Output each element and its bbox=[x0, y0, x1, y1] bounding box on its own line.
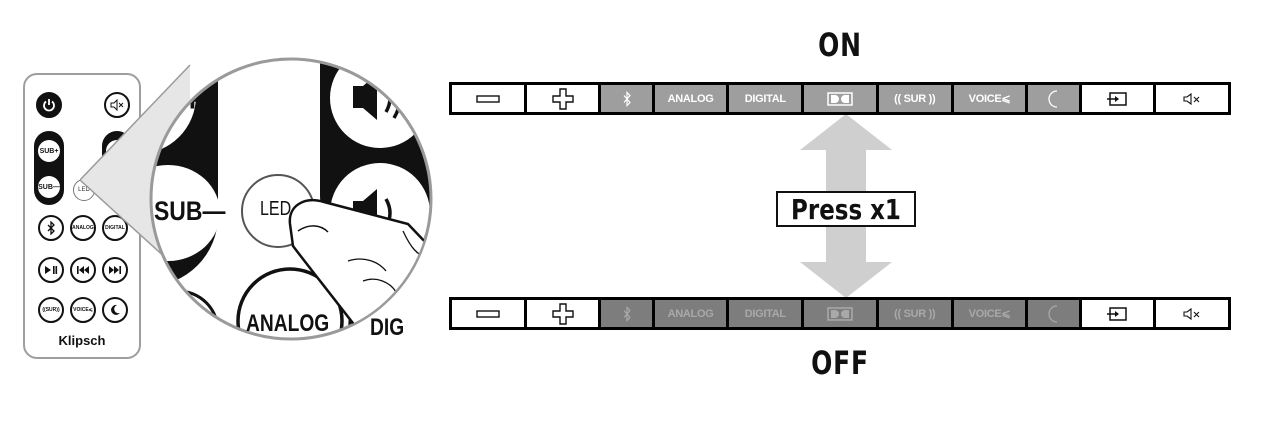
mute-icon bbox=[110, 99, 124, 111]
dolby-segment bbox=[804, 300, 876, 327]
voice-button[interactable]: VOICE⩽ bbox=[70, 297, 96, 323]
soundbar-strip-on: ANALOG DIGITAL (( SUR )) VOICE⩽ bbox=[449, 82, 1231, 115]
bluetooth-segment bbox=[601, 85, 652, 112]
sub-pill: SUB+ SUB— bbox=[34, 131, 64, 205]
analog-segment: ANALOG bbox=[654, 85, 727, 112]
minus-segment bbox=[452, 300, 524, 327]
magnified-analog-label: ANALOG bbox=[246, 310, 330, 337]
input-segment bbox=[1081, 85, 1154, 112]
power-icon bbox=[43, 99, 55, 112]
input-icon bbox=[1107, 306, 1128, 321]
minus-icon bbox=[476, 94, 500, 103]
night-segment bbox=[1028, 300, 1079, 327]
plus-icon bbox=[551, 87, 574, 110]
magnified-led-label: LED bbox=[260, 198, 292, 220]
minus-icon bbox=[476, 309, 500, 318]
on-state-title-wrap: ON bbox=[790, 26, 890, 64]
sub-plus-button[interactable]: SUB+ bbox=[38, 140, 60, 162]
finger-icon bbox=[288, 199, 430, 338]
play-pause-icon bbox=[45, 266, 58, 274]
digital-segment: DIGITAL bbox=[729, 85, 802, 112]
press-instruction: Press x1 bbox=[776, 191, 916, 227]
plus-icon bbox=[551, 302, 574, 325]
mute-segment bbox=[1156, 300, 1229, 327]
voice-segment: VOICE⩽ bbox=[953, 85, 1026, 112]
voice-segment: VOICE⩽ bbox=[953, 300, 1026, 327]
digital-button[interactable]: DIGITAL bbox=[102, 215, 128, 241]
off-state-title-wrap: OFF bbox=[790, 344, 890, 382]
analog-segment: ANALOG bbox=[654, 300, 727, 327]
previous-icon bbox=[77, 266, 89, 274]
press-instruction-label: Press x1 bbox=[791, 192, 901, 226]
next-button[interactable] bbox=[102, 257, 128, 283]
off-state-title: OFF bbox=[811, 344, 869, 382]
mute-icon bbox=[1183, 307, 1200, 320]
magnifier: B+ SUB— LED ANALOG DIG bbox=[148, 56, 434, 342]
minus-segment bbox=[452, 85, 524, 112]
moon-icon bbox=[111, 304, 120, 315]
on-state-title: ON bbox=[818, 26, 862, 64]
mute-icon bbox=[1183, 92, 1200, 105]
magnified-digital-label: DIG bbox=[370, 314, 405, 341]
bluetooth-icon bbox=[623, 305, 631, 322]
bluetooth-button[interactable] bbox=[38, 215, 64, 241]
mute-button[interactable] bbox=[104, 92, 130, 118]
dolby-icon bbox=[827, 91, 853, 106]
surround-segment: (( SUR )) bbox=[878, 300, 951, 327]
surround-segment: (( SUR )) bbox=[878, 85, 951, 112]
bluetooth-icon bbox=[623, 90, 631, 107]
night-mode-button[interactable] bbox=[102, 297, 128, 323]
play-pause-button[interactable] bbox=[38, 257, 64, 283]
moon-icon bbox=[1048, 304, 1058, 323]
power-button[interactable] bbox=[36, 92, 62, 118]
bluetooth-icon bbox=[47, 221, 55, 235]
input-segment bbox=[1081, 300, 1154, 327]
input-icon bbox=[1107, 91, 1128, 106]
moon-icon bbox=[1048, 89, 1058, 108]
next-icon bbox=[109, 266, 121, 274]
mute-segment bbox=[1156, 85, 1229, 112]
night-segment bbox=[1028, 85, 1079, 112]
bluetooth-segment bbox=[601, 300, 652, 327]
brand-logo: Klipsch bbox=[58, 333, 106, 348]
magnified-sub-minus-label: SUB— bbox=[154, 196, 226, 226]
soundbar-strip-off: ANALOG DIGITAL (( SUR )) VOICE⩽ bbox=[449, 297, 1231, 330]
digital-segment: DIGITAL bbox=[729, 300, 802, 327]
dolby-icon bbox=[827, 306, 853, 321]
analog-button[interactable]: ANALOG bbox=[70, 215, 96, 241]
plus-segment bbox=[526, 85, 599, 112]
plus-segment bbox=[526, 300, 599, 327]
surround-button[interactable]: ((SUR)) bbox=[38, 297, 64, 323]
dolby-segment bbox=[804, 85, 876, 112]
previous-button[interactable] bbox=[70, 257, 96, 283]
sub-minus-button[interactable]: SUB— bbox=[38, 176, 60, 198]
